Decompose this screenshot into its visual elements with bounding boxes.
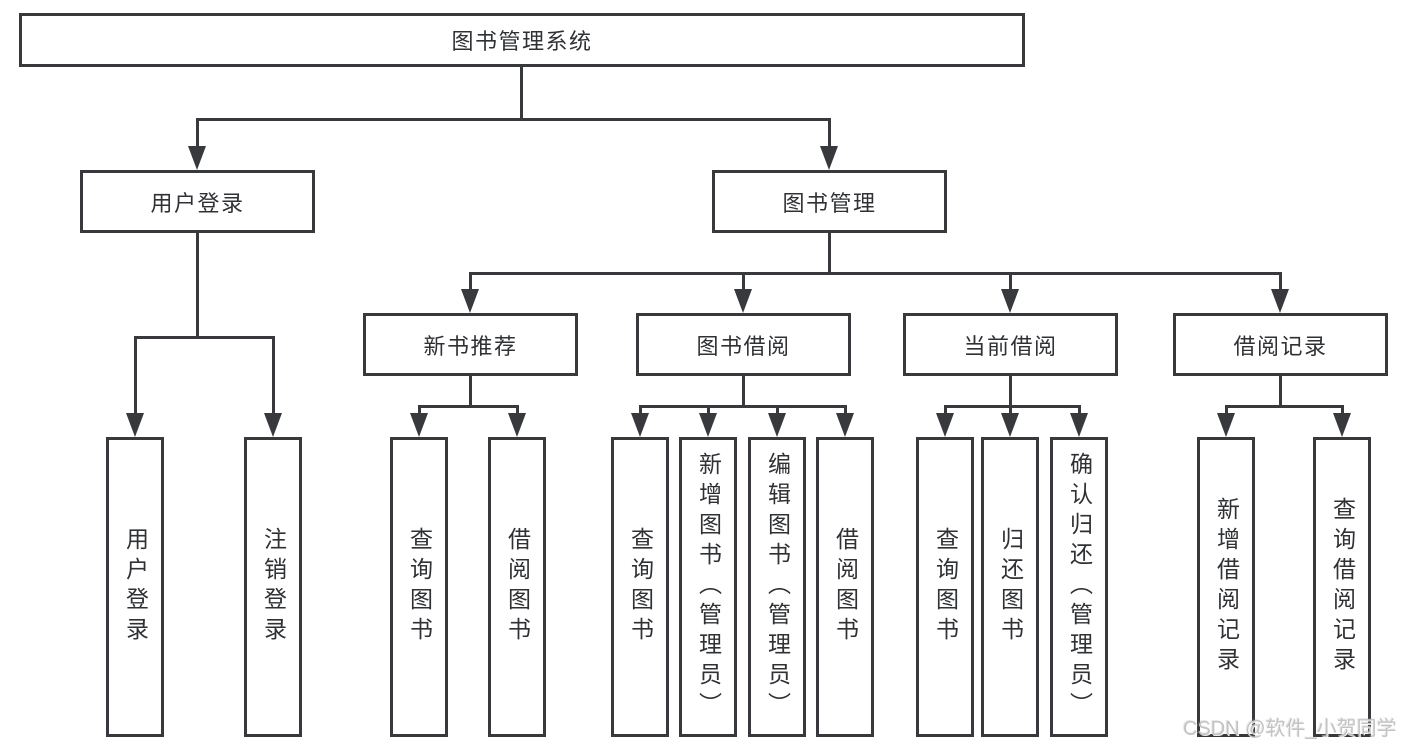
connector-line [1009,272,1012,292]
node-label: 借阅记录 [1233,333,1328,359]
node-book-management-branch: 图书管理 [712,170,947,233]
leaf-borrow-books: 借阅图书 [816,437,874,737]
arrow-down-icon [1271,289,1289,313]
node-current-borrowing: 当前借阅 [903,313,1118,376]
connector-line [516,405,519,417]
node-label: 编辑图书（管理员） [764,452,791,722]
connector-line [828,233,831,275]
node-label: 注销登录 [260,527,287,647]
connector-line [520,67,523,121]
connector-line [944,405,947,417]
connector-line [469,272,472,292]
connector-line [844,405,847,417]
node-book-borrowing: 图书借阅 [636,313,851,376]
connector-line [828,118,831,150]
connector-line [418,405,519,408]
leaf-query-borrow-record: 查询借阅记录 [1313,437,1371,737]
connector-line [639,405,642,417]
node-label: 查询借阅记录 [1329,497,1356,677]
arrow-down-icon [188,146,206,170]
watermark-text: CSDN @软件_小贺同学 [1183,718,1397,740]
connector-line [742,376,745,408]
connector-line [134,336,137,416]
node-label: 查询图书 [406,527,433,647]
leaf-query-books-borrowing: 查询图书 [611,437,669,737]
node-label: 用户登录 [150,190,245,216]
node-borrowing-records: 借阅记录 [1173,313,1388,376]
connector-line [639,405,847,408]
leaf-borrow-books-recommend: 借阅图书 [488,437,546,737]
node-label: 当前借阅 [963,333,1058,359]
connector-line [1279,272,1282,292]
arrow-down-icon [768,413,786,437]
connector-line [272,336,275,416]
leaf-query-books-current: 查询图书 [916,437,974,737]
arrow-down-icon [734,289,752,313]
leaf-edit-books-admin: 编辑图书（管理员） [748,437,806,737]
connector-line [944,405,1081,408]
node-label: 借阅图书 [832,527,859,647]
leaf-add-books-admin: 新增图书（管理员） [679,437,737,737]
connector-line [1078,405,1081,417]
arrow-down-icon [820,146,838,170]
node-user-login-branch: 用户登录 [80,170,315,233]
connector-line [418,405,421,417]
leaf-query-books-recommend: 查询图书 [390,437,448,737]
node-library-management-system: 图书管理系统 [19,13,1025,67]
node-label: 图书借阅 [696,333,791,359]
node-label: 图书管理系统 [451,29,593,54]
arrow-down-icon [410,413,428,437]
connector-line [1009,376,1012,408]
connector-line [776,405,779,417]
connector-line [1225,405,1228,417]
arrow-down-icon [836,413,854,437]
arrow-down-icon [461,289,479,313]
node-label: 借阅图书 [504,527,531,647]
connector-line [1279,376,1282,408]
connector-line [1341,405,1344,417]
node-label: 查询图书 [932,527,959,647]
connector-line [196,118,831,121]
connector-line [1009,405,1012,417]
node-label: 新增借阅记录 [1213,497,1240,677]
connector-line [196,118,199,150]
connector-line [134,336,275,339]
arrow-down-icon [126,413,144,437]
connector-line [1225,405,1344,408]
leaf-user-login: 用户登录 [106,437,164,737]
node-label: 查询图书 [627,527,654,647]
node-label: 新增图书（管理员） [695,452,722,722]
arrow-down-icon [1070,413,1088,437]
node-label: 确认归还（管理员） [1066,452,1093,722]
leaf-return-books: 归还图书 [981,437,1039,737]
arrow-down-icon [1217,413,1235,437]
leaf-add-borrow-record: 新增借阅记录 [1197,437,1255,737]
arrow-down-icon [699,413,717,437]
node-label: 归还图书 [997,527,1024,647]
arrow-down-icon [631,413,649,437]
node-label: 用户登录 [122,527,149,647]
arrow-down-icon [1333,413,1351,437]
arrow-down-icon [264,413,282,437]
node-label: 图书管理 [782,190,877,216]
connector-line [196,233,199,339]
node-new-book-recommendation: 新书推荐 [363,313,578,376]
arrow-down-icon [936,413,954,437]
arrow-down-icon [1001,289,1019,313]
node-label: 新书推荐 [423,333,518,359]
leaf-confirm-return-admin: 确认归还（管理员） [1050,437,1108,737]
connector-line [469,272,1282,275]
arrow-down-icon [1001,413,1019,437]
connector-line [742,272,745,292]
connector-line [469,376,472,408]
arrow-down-icon [508,413,526,437]
connector-line [707,405,710,417]
leaf-logout: 注销登录 [244,437,302,737]
